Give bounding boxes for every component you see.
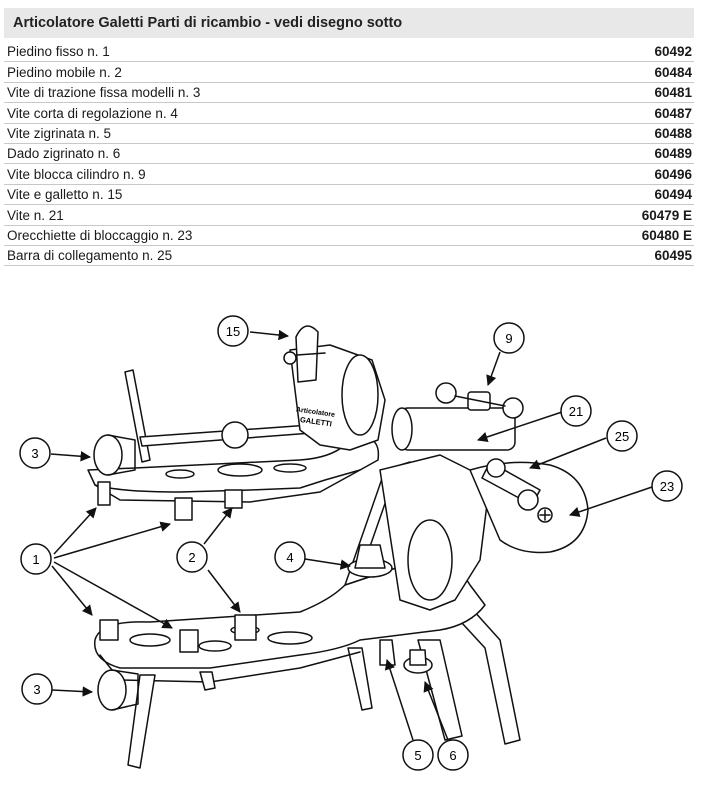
callout-23: 23 <box>651 470 683 502</box>
part-row: Barra di collegamento n. 25 60495 <box>4 246 694 267</box>
callout-label: 5 <box>414 748 421 763</box>
parts-table-title: Articolatore Galetti Parti di ricambio -… <box>13 15 403 31</box>
callout-label: 9 <box>505 331 512 346</box>
part-row: Vite n. 21 60479 E <box>4 205 694 226</box>
articulator-drawing: Articolatore GALETTI 15 9 21 25 <box>19 315 683 771</box>
part-row: Vite zigrinata n. 5 60488 <box>4 124 694 144</box>
part-name: Vite di trazione fissa modelli n. 3 <box>7 85 201 101</box>
part-code: 60488 <box>654 125 692 141</box>
part-code: 60494 <box>654 187 692 203</box>
part-code: 60496 <box>654 166 692 182</box>
part-name: Vite zigrinata n. 5 <box>7 125 112 141</box>
callout-25: 25 <box>606 420 638 452</box>
parts-list: Piedino fisso n. 1 60492 Piedino mobile n… <box>4 42 694 267</box>
callout-label: 23 <box>660 479 674 494</box>
callout-label: 2 <box>188 550 195 565</box>
callout-1: 1 <box>20 543 52 575</box>
part-name: Vite corta di regolazione n. 4 <box>7 105 178 121</box>
part-code: 60481 <box>654 85 692 101</box>
part-row: Piedino mobile n. 2 60484 <box>4 62 694 83</box>
callout-label: 21 <box>569 404 583 419</box>
part-code: 60489 <box>654 146 692 162</box>
part-name: Vite e galletto n. 15 <box>7 187 123 203</box>
callout-4: 4 <box>274 541 306 573</box>
part-name: Orecchiette di bloccaggio n. 23 <box>7 227 193 243</box>
part-row: Vite corta di regolazione n. 4 60487 <box>4 103 694 124</box>
part-row: Orecchiette di bloccaggio n. 23 60480 E <box>4 226 694 246</box>
callout-9: 9 <box>493 322 525 354</box>
part-name: Barra di collegamento n. 25 <box>7 248 173 264</box>
part-code: 60484 <box>654 64 692 80</box>
part-row: Piedino fisso n. 1 60492 <box>4 42 694 63</box>
callout-15: 15 <box>217 315 249 347</box>
part-code: 60492 <box>654 44 692 60</box>
part-name: Dado zigrinato n. 6 <box>7 146 121 162</box>
callout-6: 6 <box>437 739 469 771</box>
part-name: Piedino fisso n. 1 <box>7 44 110 60</box>
articulator-illustration <box>87 325 589 769</box>
callout-label: 15 <box>226 324 240 339</box>
part-row: Dado zigrinato n. 6 60489 <box>4 144 694 165</box>
part-code: 60479 E <box>641 207 692 223</box>
brand-label-line2: GALETTI <box>299 415 332 428</box>
part-name: Vite blocca cilindro n. 9 <box>7 166 146 182</box>
callout-label: 3 <box>31 446 38 461</box>
part-row: Vite di trazione fissa modelli n. 3 60481 <box>4 83 694 104</box>
callout-2: 2 <box>176 541 208 573</box>
callout-3-lower: 3 <box>21 673 53 705</box>
parts-table-header: Articolatore Galetti Parti di ricambio -… <box>4 8 694 38</box>
callout-5: 5 <box>402 739 434 771</box>
part-name: Vite n. 21 <box>7 207 64 223</box>
part-name: Piedino mobile n. 2 <box>7 64 122 80</box>
callout-label: 3 <box>33 682 40 697</box>
part-row: Vite blocca cilindro n. 9 60496 <box>4 164 694 185</box>
callout-label: 1 <box>32 552 39 567</box>
callout-label: 25 <box>615 429 629 444</box>
part-code: 60495 <box>654 248 692 264</box>
part-row: Vite e galletto n. 15 60494 <box>4 185 694 206</box>
callout-21: 21 <box>560 395 592 427</box>
callout-label: 6 <box>449 748 456 763</box>
part-code: 60487 <box>654 105 692 121</box>
callout-label: 4 <box>286 550 293 565</box>
part-code: 60480 E <box>641 227 692 243</box>
callout-3-upper: 3 <box>19 437 51 469</box>
callout-arrows <box>50 329 653 741</box>
